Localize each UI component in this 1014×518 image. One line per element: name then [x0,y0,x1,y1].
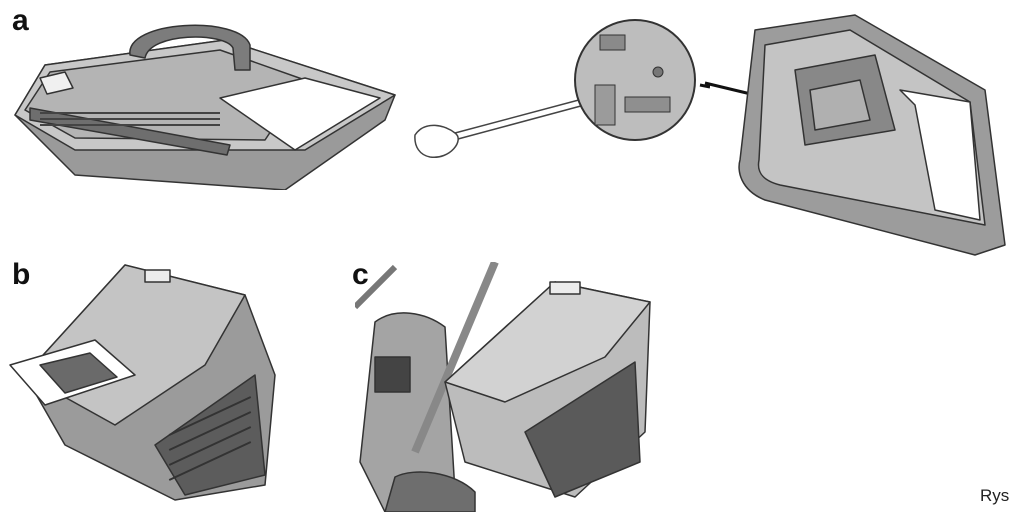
lid-underside-illustration [735,10,1010,260]
mower-with-grass-box-illustration [355,262,655,512]
figure-caption: Rys [980,486,1010,505]
grass-box-illustration [5,255,280,505]
panel-label-a: a [12,4,29,37]
panel-label-b: b [12,258,31,291]
grass-box-lid-illustration [5,10,410,190]
screwdriver-detail-illustration [410,15,710,175]
magnified-detail-circle [574,19,696,141]
panel-label-c: c [352,258,369,291]
